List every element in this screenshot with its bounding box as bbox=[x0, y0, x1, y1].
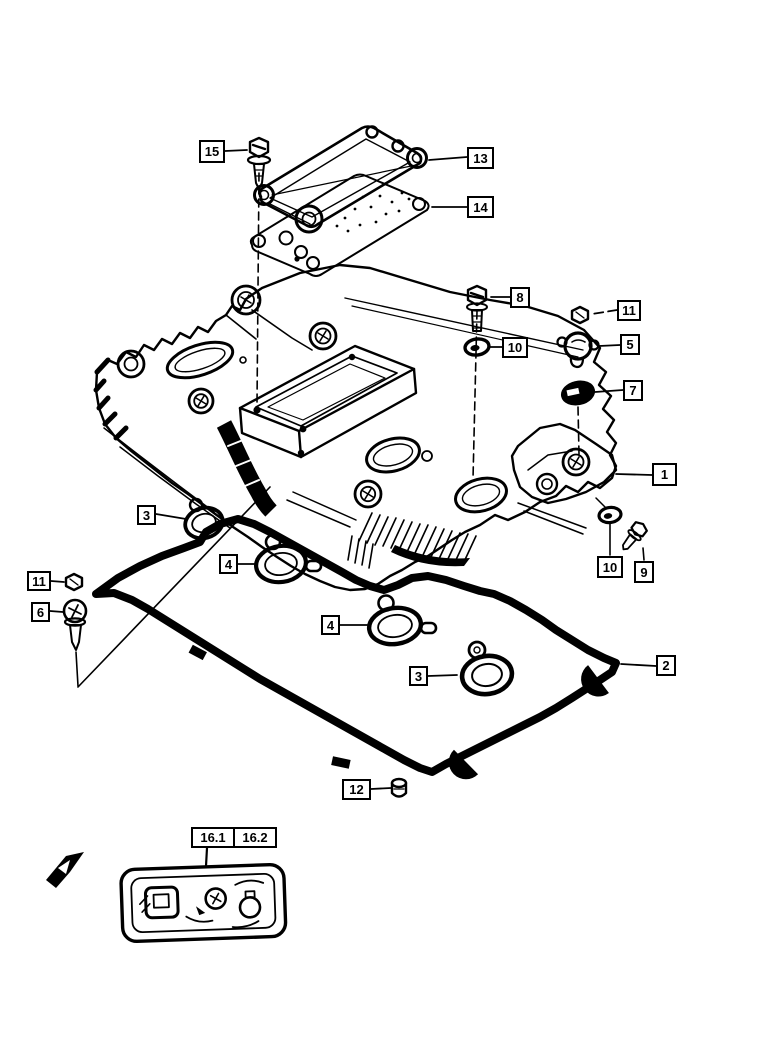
part-13-cover-plate bbox=[253, 125, 428, 234]
callout-part-13[interactable]: 13 bbox=[467, 147, 494, 169]
cover-tube-openings bbox=[165, 340, 508, 514]
part-11-nut-left bbox=[64, 572, 84, 592]
part-14-cover-gasket bbox=[249, 173, 430, 277]
part-11-nut-right bbox=[570, 305, 590, 325]
part-6-bolt bbox=[62, 598, 88, 651]
part-9-bolt bbox=[622, 521, 648, 551]
callout-leader-lines bbox=[49, 149, 657, 868]
part-3-seal-ring-left bbox=[183, 497, 225, 541]
callout-part-8[interactable]: 8 bbox=[510, 287, 530, 308]
callout-part-11-left[interactable]: 11 bbox=[27, 571, 51, 591]
front-direction-arrow-icon bbox=[46, 852, 84, 888]
gasket-stipple-dots bbox=[335, 191, 411, 233]
part-4-seal-ring-middle bbox=[366, 594, 438, 647]
part-10-seal-washer-right bbox=[597, 505, 623, 525]
callout-part-1[interactable]: 1 bbox=[652, 463, 677, 486]
callout-part-16-1[interactable]: 16.1 bbox=[191, 827, 235, 848]
cover-center-raised-box bbox=[238, 344, 418, 459]
part-1-cylinder-head-cover bbox=[93, 263, 618, 592]
part-12-plug bbox=[390, 777, 408, 798]
part-10-seal-washer-upper bbox=[463, 337, 491, 357]
callout-part-4-left[interactable]: 4 bbox=[219, 554, 238, 574]
callout-part-10-right[interactable]: 10 bbox=[597, 556, 623, 578]
part-8-bolt bbox=[466, 284, 488, 332]
callout-part-11-right[interactable]: 11 bbox=[617, 300, 641, 321]
callout-part-3-middle[interactable]: 3 bbox=[409, 666, 428, 686]
callout-part-15[interactable]: 15 bbox=[199, 140, 225, 163]
cover-dark-strip bbox=[216, 420, 277, 517]
inset-seal-set-detail bbox=[119, 862, 288, 944]
part-2-head-cover-gasket bbox=[92, 515, 620, 780]
callout-part-4-middle[interactable]: 4 bbox=[321, 615, 340, 635]
callout-part-2[interactable]: 2 bbox=[656, 655, 676, 676]
callout-part-12[interactable]: 12 bbox=[342, 779, 371, 800]
part-5-seal-cap bbox=[556, 331, 600, 369]
callout-part-10-top[interactable]: 10 bbox=[502, 337, 528, 358]
cover-hatching bbox=[347, 512, 477, 569]
callout-part-16-2[interactable]: 16.2 bbox=[233, 827, 277, 848]
callout-part-6[interactable]: 6 bbox=[31, 602, 50, 622]
callout-part-3-left[interactable]: 3 bbox=[137, 505, 156, 525]
callout-part-14[interactable]: 14 bbox=[467, 196, 494, 218]
cover-bolt-bosses bbox=[116, 284, 433, 509]
callout-part-7[interactable]: 7 bbox=[623, 380, 643, 401]
cover-right-end-mount bbox=[510, 422, 618, 535]
part-3-seal-ring-middle bbox=[459, 640, 515, 697]
callout-part-9[interactable]: 9 bbox=[634, 561, 654, 583]
callout-part-5[interactable]: 5 bbox=[620, 334, 640, 355]
part-7-grommet bbox=[560, 380, 596, 406]
